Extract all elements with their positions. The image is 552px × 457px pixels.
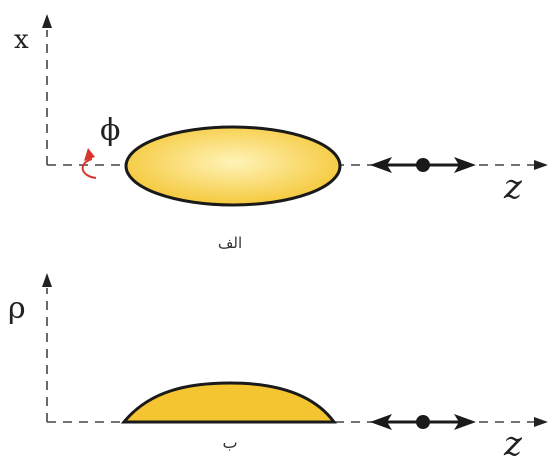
rotation-arrow-icon [81,148,97,179]
caption-a: الف [218,234,242,252]
polarization-double-arrow-icon [370,157,476,173]
prolate-ellipsoid [124,125,342,207]
caption-b: ب [222,433,237,452]
rho-axis-arrowhead [42,273,52,287]
panel-a: x z ϕ الف [14,14,548,252]
polarization-double-arrow-icon-b [370,414,476,430]
z-axis-b-arrowhead [534,417,548,427]
x-axis-arrowhead [42,14,52,28]
z-axis-b-label: z [503,424,523,457]
z-axis-a-label: z [503,167,523,207]
phi-label: ϕ [100,113,120,148]
panel-b: ρ z ب [8,273,548,457]
rho-axis-label: ρ [8,291,26,326]
half-ellipse-cross-section [120,381,337,424]
z-axis-a-arrowhead [534,160,548,170]
x-axis-label: x [14,25,29,55]
